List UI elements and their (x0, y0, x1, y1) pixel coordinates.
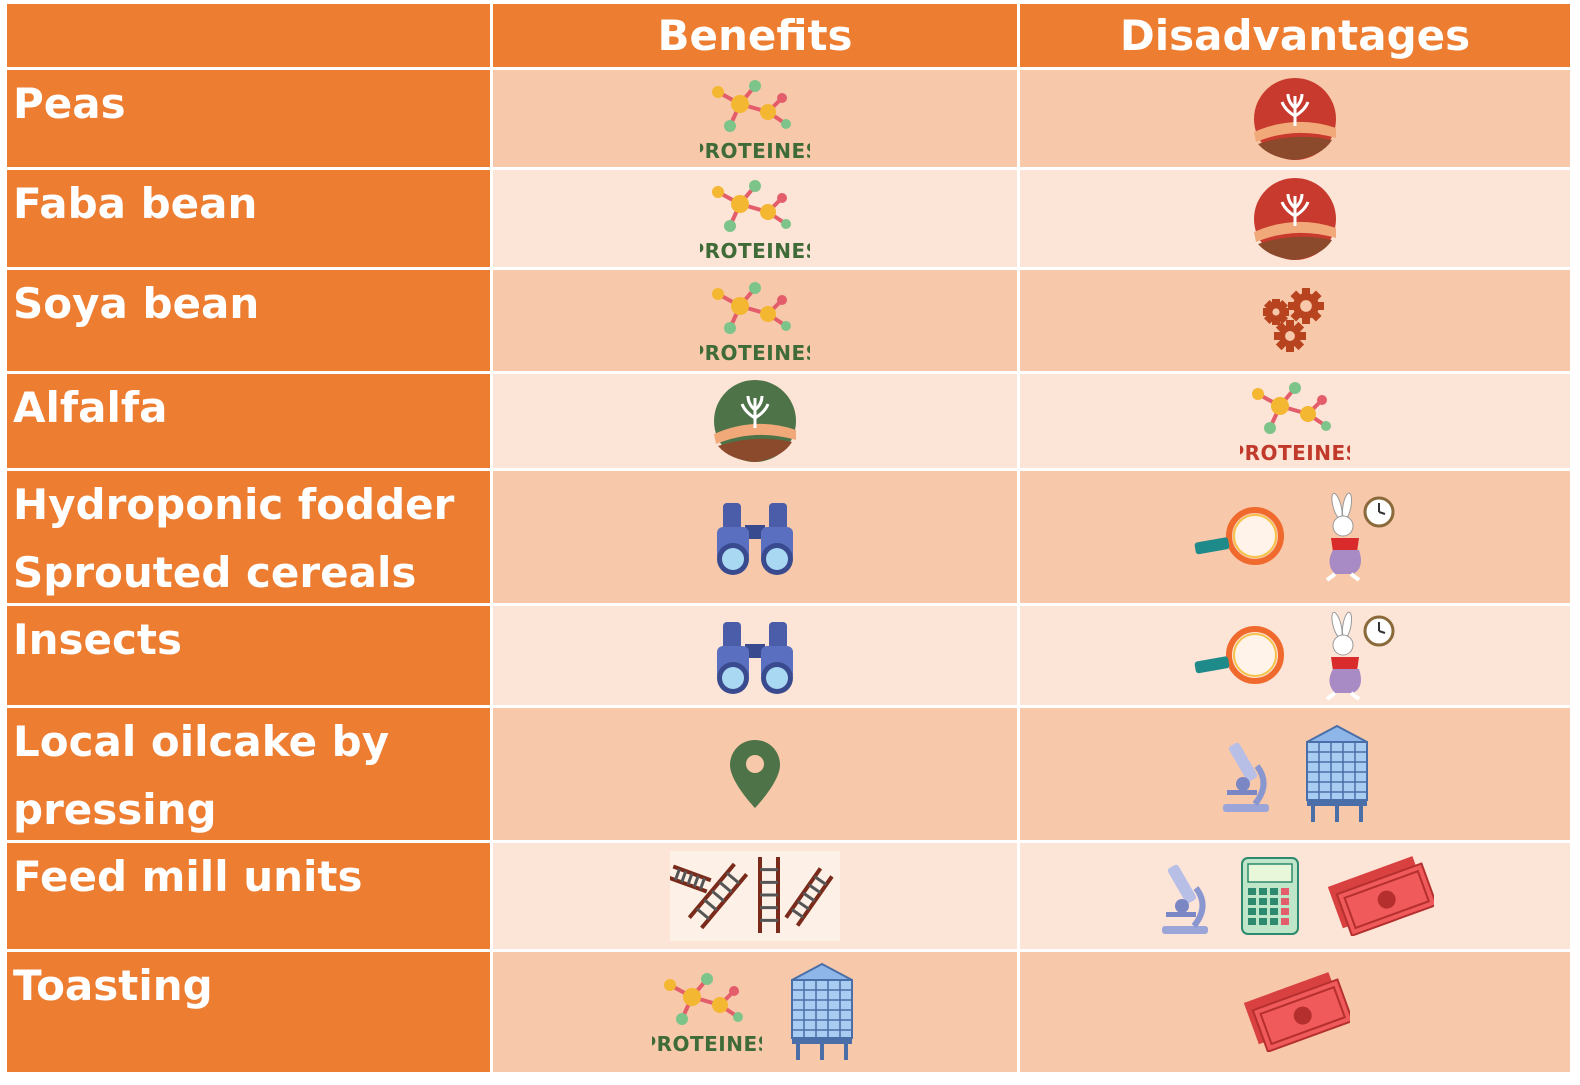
comparison-table: Benefits Disadvantages PeasPROTEINES Faba… (7, 4, 1570, 1078)
magnifying-glass-icon (1194, 507, 1284, 565)
white-rabbit-clock-icon (1325, 611, 1395, 701)
row-label-line: Local oilcake by (13, 717, 390, 766)
row-label: Toasting (7, 952, 490, 1072)
benefits-cell (493, 708, 1017, 840)
proteines-label: PROTEINES (700, 239, 810, 263)
disadvantages-cell (1020, 70, 1570, 167)
row-label-line: pressing (13, 785, 217, 834)
row-label: Alfalfa (7, 374, 490, 468)
row-label-line: Faba bean (13, 179, 258, 228)
money-icon (1327, 856, 1434, 936)
gears-icon (1263, 287, 1324, 352)
disadvantages-cell (1020, 471, 1570, 603)
disadvantages-cell (1020, 170, 1570, 267)
silo-icon (791, 962, 853, 1060)
disadvantages-cell (1020, 606, 1570, 705)
field-plant-green-icon (714, 380, 796, 462)
silo-icon (1306, 724, 1368, 822)
benefits-cell (493, 606, 1017, 705)
benefits-cell: PROTEINES (493, 952, 1017, 1072)
row-label: Feed mill units (7, 843, 490, 949)
proteines-label: PROTEINES (700, 139, 810, 163)
header-disadvantages: Disadvantages (1020, 4, 1570, 67)
benefits-cell (493, 843, 1017, 949)
proteins-molecule-icon: PROTEINES (700, 79, 810, 163)
field-plant-red-icon (1254, 77, 1336, 160)
disadvantages-cell (1020, 843, 1570, 949)
microscope-icon (1223, 742, 1269, 812)
row-label: Insects (7, 606, 490, 705)
benefits-cell: PROTEINES (493, 70, 1017, 167)
row-label: Local oilcake by pressing (7, 708, 490, 840)
binoculars-icon (717, 621, 793, 694)
benefits-cell (493, 374, 1017, 468)
ladders-icon (670, 851, 840, 941)
binoculars-icon (717, 503, 793, 575)
benefits-cell (493, 471, 1017, 603)
proteines-label: PROTEINES (652, 1032, 762, 1056)
row-label: Soya bean (7, 270, 490, 371)
calculator-icon (1241, 857, 1299, 935)
header-corner (7, 4, 490, 67)
row-label: Faba bean (7, 170, 490, 267)
row-label-line: Soya bean (13, 279, 260, 328)
row-label: Peas (7, 70, 490, 167)
field-plant-red-icon (1254, 177, 1336, 260)
proteines-label: PROTEINES (1240, 441, 1350, 465)
proteins-molecule-icon: PROTEINES (652, 973, 762, 1056)
microscope-icon (1162, 864, 1208, 934)
magnifying-glass-icon (1194, 625, 1284, 684)
disadvantages-cell: PROTEINES (1020, 374, 1570, 468)
proteins-molecule-red-icon: PROTEINES (1240, 382, 1350, 465)
location-pin-icon (730, 740, 780, 808)
row-label-line: Sprouted cereals (13, 548, 417, 597)
proteins-molecule-icon: PROTEINES (700, 179, 810, 263)
row-label-line: Hydroponic fodder (13, 480, 455, 529)
header-benefits: Benefits (493, 4, 1017, 67)
money-icon (1243, 972, 1350, 1052)
proteins-molecule-icon: PROTEINES (700, 281, 810, 365)
white-rabbit-clock-icon (1325, 492, 1395, 582)
row-label-line: Feed mill units (13, 852, 363, 901)
disadvantages-cell (1020, 270, 1570, 371)
disadvantages-cell (1020, 952, 1570, 1072)
row-label-line: Toasting (13, 961, 213, 1010)
row-label-line: Peas (13, 79, 126, 128)
disadvantages-cell (1020, 708, 1570, 840)
benefits-cell: PROTEINES (493, 170, 1017, 267)
row-label-line: Alfalfa (13, 383, 168, 432)
benefits-cell: PROTEINES (493, 270, 1017, 371)
row-label-line: Insects (13, 615, 182, 664)
proteines-label: PROTEINES (700, 341, 810, 365)
